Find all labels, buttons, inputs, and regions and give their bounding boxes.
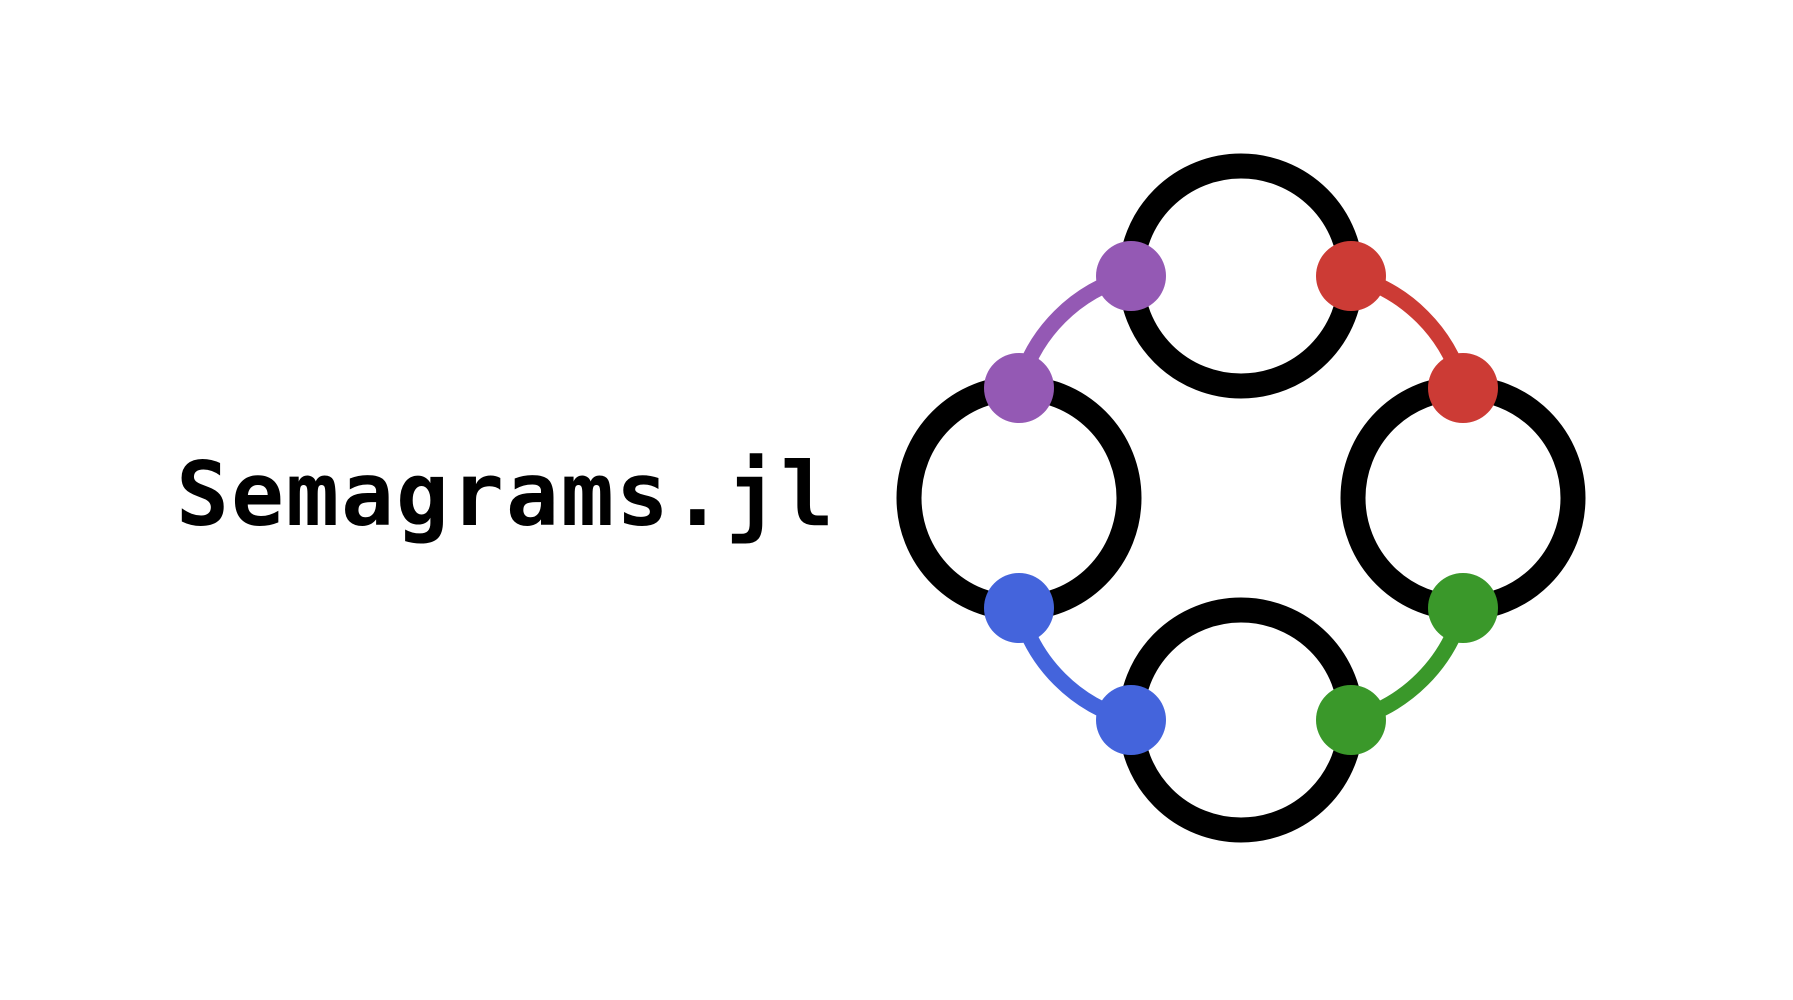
port-red-right [1428, 353, 1498, 423]
port-green-bottom [1316, 685, 1386, 755]
port-green-right [1428, 573, 1498, 643]
semagrams-logo [896, 153, 1586, 843]
port-blue-left [984, 573, 1054, 643]
page-title: Semagrams.jl [176, 443, 836, 546]
port-blue-bottom [1096, 685, 1166, 755]
port-red-top [1316, 241, 1386, 311]
port-purple-left [984, 353, 1054, 423]
port-purple-top [1096, 241, 1166, 311]
